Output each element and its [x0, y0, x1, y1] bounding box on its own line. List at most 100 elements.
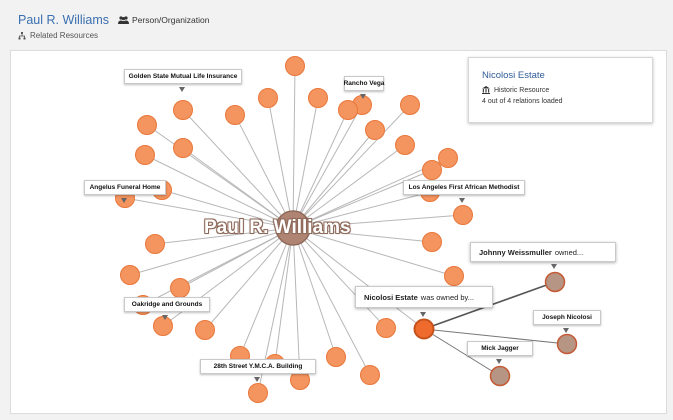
resource-type: Person/Organization — [118, 15, 210, 25]
graph-node[interactable] — [173, 138, 193, 158]
graph-edge — [292, 169, 433, 229]
node-label-pointer — [496, 359, 502, 364]
graph-edge — [292, 227, 301, 381]
graph-node[interactable] — [120, 265, 140, 285]
graph-edge — [292, 227, 337, 358]
graph-node[interactable] — [453, 205, 473, 225]
graph-edge — [182, 147, 294, 229]
relation-popup-nicolosi-estate[interactable]: Nicolosi Estate was owned by... — [355, 286, 493, 308]
graph-edge — [161, 189, 294, 229]
page-header: Paul R. Williams Person/Organization Rel… — [0, 0, 673, 50]
graph-edge — [292, 214, 464, 229]
graph-edge — [204, 227, 294, 331]
node-label-mick-jagger[interactable]: Mick Jagger — [467, 341, 533, 356]
graph-edge — [124, 197, 294, 229]
selected-resource-type: Historic Resource — [482, 86, 652, 94]
graph-edge — [274, 227, 294, 365]
title-row: Paul R. Williams Person/Organization — [18, 13, 210, 27]
graph-node[interactable] — [137, 115, 157, 135]
hierarchy-icon — [18, 31, 26, 39]
related-resources-label: Related Resources — [30, 31, 99, 40]
node-label-oakridge[interactable]: Oakridge and Grounds — [124, 297, 210, 312]
graph-node-joseph-nicolosi[interactable] — [556, 333, 578, 355]
relation-name: Johnny Weissmuller — [479, 247, 552, 257]
graph-node[interactable] — [248, 383, 268, 403]
graph-edge — [234, 114, 294, 229]
graph-edge — [292, 227, 433, 243]
graph-node[interactable] — [444, 266, 464, 286]
graph-edge — [129, 227, 294, 276]
relation-popup-pointer — [420, 312, 426, 317]
node-label-pointer — [360, 94, 366, 99]
graph-edge — [292, 144, 406, 229]
graph-edge — [182, 109, 294, 229]
graph-edge — [142, 227, 294, 306]
graph-edge — [423, 328, 501, 377]
node-label-rancho-vega[interactable]: Rancho Vega — [344, 76, 384, 91]
graph-node[interactable] — [326, 347, 346, 367]
relations-loaded-status: 4 out of 4 relations loaded — [482, 98, 563, 105]
graph-edge — [292, 109, 349, 229]
node-label-pointer — [121, 198, 127, 203]
resource-type-label: Person/Organization — [132, 15, 210, 25]
graph-edge — [292, 191, 431, 229]
node-label-pointer — [162, 315, 168, 320]
selected-graph-node[interactable] — [413, 318, 435, 340]
graph-node-weissmuller[interactable] — [544, 271, 566, 293]
node-label-la-first-african[interactable]: Los Angeles First African Methodist — [403, 180, 525, 195]
selected-resource-type-label: Historic Resource — [494, 86, 550, 94]
graph-edge — [292, 227, 425, 330]
relation-popup-weissmuller[interactable]: Johnny Weissmuller owned... — [470, 242, 616, 262]
graph-node[interactable] — [170, 278, 190, 298]
graph-edge — [292, 104, 411, 229]
node-label-angelus[interactable]: Angelus Funeral Home — [84, 180, 166, 195]
selected-resource-title[interactable]: Nicolosi Estate — [482, 70, 545, 81]
graph-node[interactable] — [285, 56, 305, 76]
related-resources-row: Related Resources — [18, 31, 98, 40]
graph-node[interactable] — [422, 160, 442, 180]
graph-node[interactable] — [195, 320, 215, 340]
node-label-pointer — [459, 198, 465, 203]
graph-node-mick-jagger[interactable] — [489, 365, 511, 387]
graph-node[interactable] — [438, 148, 458, 168]
graph-node[interactable] — [422, 232, 442, 252]
graph-edge — [292, 227, 387, 329]
graph-node[interactable] — [258, 88, 278, 108]
node-label-pointer — [563, 328, 569, 333]
node-label-28th-street[interactable]: 28th Street Y.M.C.A. Building — [200, 359, 316, 374]
people-icon — [118, 16, 129, 24]
node-label-golden-state[interactable]: Golden State Mutual Life Insurance — [124, 69, 242, 84]
node-label-pointer — [254, 377, 260, 382]
relation-text: owned... — [554, 247, 584, 257]
graph-node[interactable] — [360, 365, 380, 385]
graph-edge — [239, 227, 294, 357]
graph-edge — [292, 97, 319, 229]
graph-edge — [292, 104, 363, 229]
graph-node[interactable] — [135, 145, 155, 165]
graph-node[interactable] — [376, 318, 396, 338]
graph-node[interactable] — [225, 105, 245, 125]
graph-edge — [292, 129, 376, 229]
graph-edge — [292, 227, 455, 277]
graph-node[interactable] — [145, 234, 165, 254]
graph-node[interactable] — [338, 100, 358, 120]
selected-resource-card: Nicolosi Estate Historic Resource 4 out … — [468, 57, 653, 123]
relation-text: was owned by... — [420, 292, 475, 302]
graph-edge — [292, 227, 371, 376]
relation-popup-pointer — [551, 264, 557, 269]
page-title[interactable]: Paul R. Williams — [18, 13, 109, 27]
center-node[interactable] — [275, 210, 311, 246]
graph-node[interactable] — [365, 120, 385, 140]
node-label-pointer — [179, 87, 185, 92]
graph-edge — [144, 154, 294, 229]
graph-edge — [267, 97, 294, 229]
graph-node[interactable] — [395, 135, 415, 155]
relation-name: Nicolosi Estate — [364, 292, 418, 302]
graph-edge — [292, 65, 296, 229]
graph-node[interactable] — [308, 88, 328, 108]
graph-node[interactable] — [400, 95, 420, 115]
graph-edge — [154, 227, 294, 245]
graph-node[interactable] — [173, 100, 193, 120]
node-label-joseph-nicolosi[interactable]: Joseph Nicolosi — [533, 310, 601, 325]
building-columns-icon — [482, 86, 490, 94]
